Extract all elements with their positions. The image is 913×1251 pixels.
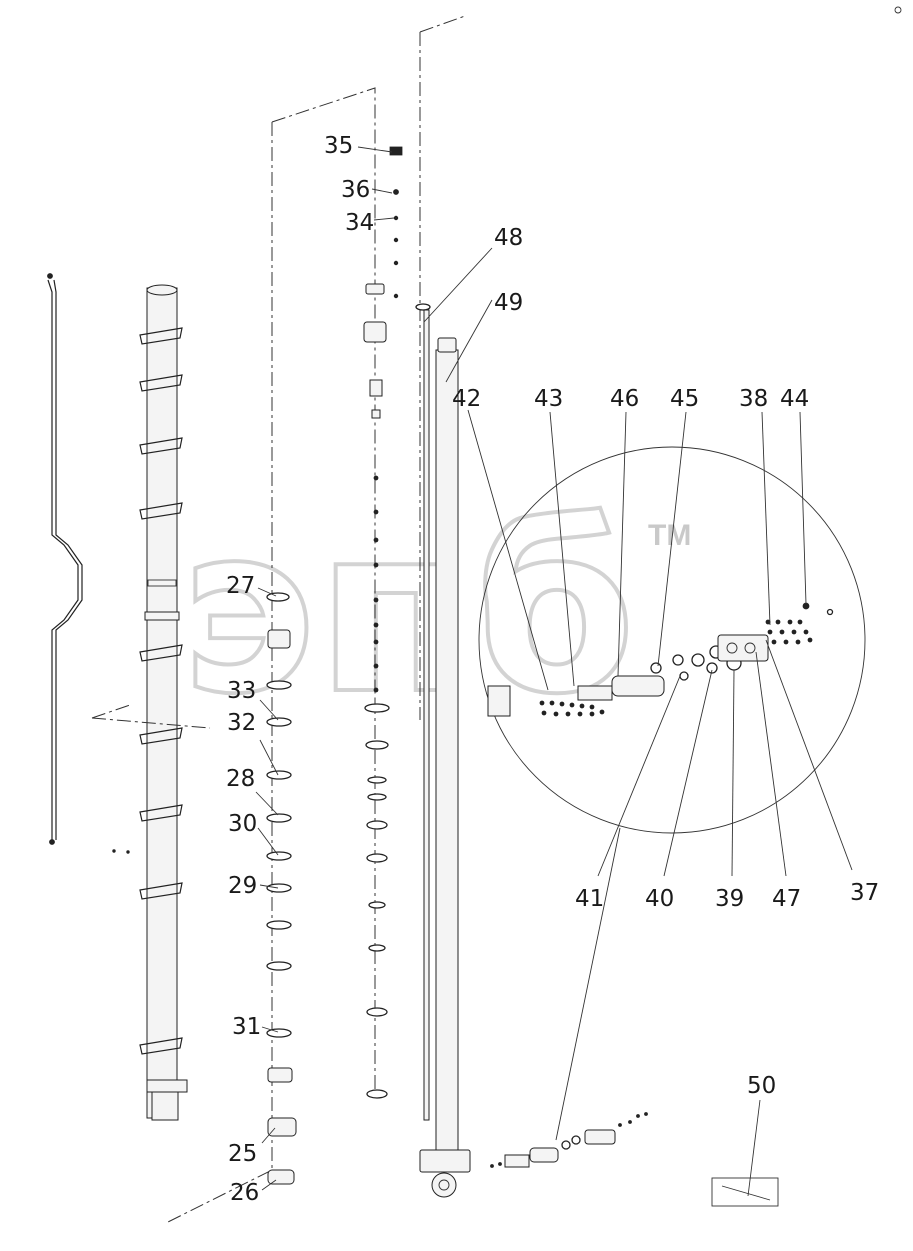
label-28: 28 <box>226 766 255 792</box>
main-cylinder <box>419 337 471 1198</box>
watermark-tm: TM <box>648 519 691 552</box>
label-30: 30 <box>228 811 257 837</box>
label-34: 34 <box>345 210 374 236</box>
label-27: 27 <box>226 573 255 599</box>
corner-mark <box>894 6 902 14</box>
label-39: 39 <box>715 886 744 912</box>
bottom-valve-assembly <box>490 1112 648 1168</box>
label-40: 40 <box>645 886 674 912</box>
hydraulic-line <box>47 273 130 854</box>
valve-block-right <box>717 634 769 662</box>
label-37: 37 <box>850 880 879 906</box>
label-50: 50 <box>747 1073 776 1099</box>
label-31: 31 <box>232 1014 261 1040</box>
label-49: 49 <box>494 290 523 316</box>
leader-lines <box>255 146 853 1197</box>
label-41: 41 <box>575 886 604 912</box>
valve-block-left <box>577 675 665 701</box>
label-45: 45 <box>670 386 699 412</box>
label-43: 43 <box>534 386 563 412</box>
label-46: 46 <box>610 386 639 412</box>
detail-circle <box>478 446 866 834</box>
label-29: 29 <box>228 873 257 899</box>
label-38: 38 <box>739 386 768 412</box>
label-35: 35 <box>324 133 353 159</box>
label-26: 26 <box>230 1180 259 1206</box>
thin-rod <box>415 303 431 1121</box>
label-36: 36 <box>341 177 370 203</box>
label-25: 25 <box>228 1141 257 1167</box>
label-42: 42 <box>452 386 481 412</box>
tube-brackets <box>139 327 183 1055</box>
outer-tube <box>91 284 211 1121</box>
left-seal-stack <box>266 592 297 1185</box>
center-part-stack <box>363 146 403 1099</box>
detail-rings <box>650 645 742 681</box>
label-32: 32 <box>227 710 256 736</box>
label-48: 48 <box>494 225 523 251</box>
detail-fasteners <box>539 602 834 717</box>
label-33: 33 <box>227 678 256 704</box>
label-44: 44 <box>780 386 809 412</box>
watermark: эпб TM <box>178 476 691 747</box>
callout-labels: 35 36 34 48 49 42 43 46 45 38 44 27 33 3… <box>226 133 879 1206</box>
explosion-axes <box>167 15 466 1223</box>
label-47: 47 <box>772 886 801 912</box>
item-50-placard <box>711 1177 779 1207</box>
